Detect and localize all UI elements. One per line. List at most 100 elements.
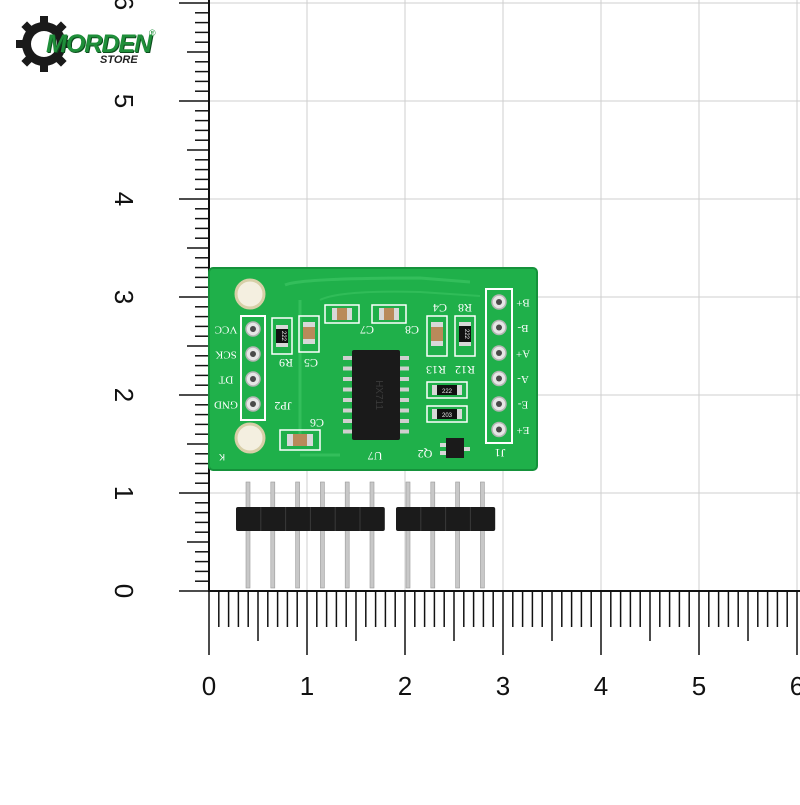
left-header-label: SCK (215, 348, 236, 360)
label-j1: J1 (495, 446, 506, 460)
header-pin (455, 481, 460, 589)
solder-pad-hole (496, 350, 502, 356)
hx711-chip: HX711 (343, 350, 409, 440)
capacitor-c6 (279, 429, 321, 451)
solder-pad-hole (496, 401, 502, 407)
chip-pin (400, 356, 409, 360)
header-pin (430, 481, 436, 589)
ruler-label-horizontal: 5 (692, 671, 706, 701)
right-header-label: A+ (516, 347, 530, 359)
solder-pad-hole (496, 426, 502, 433)
chip-pin (343, 366, 352, 371)
chip-pin (400, 387, 409, 392)
ruler-label-horizontal: 3 (496, 671, 510, 701)
resistor-r13: 203 (426, 405, 468, 423)
chip-pin (343, 419, 352, 423)
mounting-hole (234, 422, 266, 454)
right-header-label: A- (517, 373, 529, 385)
ruler-label-vertical: 1 (109, 486, 139, 500)
left-header-label: VCC (215, 323, 238, 335)
capacitor-c7 (324, 304, 360, 324)
header-pin (369, 481, 375, 589)
ruler-label-horizontal: 2 (398, 671, 412, 701)
chip-pin (400, 366, 409, 371)
transistor-q2 (440, 438, 470, 458)
right-header-labels: B+ B- A+ A- E- E+ (516, 296, 530, 436)
label-r8: R8 (458, 301, 472, 315)
ruler-label-vertical: 3 (109, 290, 139, 304)
label-k: K (219, 452, 225, 462)
capacitor-c8 (371, 304, 407, 324)
silkscreen-labels: C4 R8 C7 C8 C5 R9 R12 R13 JP2 C6 U7 Q2 J… (219, 301, 505, 463)
pcb-trace (284, 276, 471, 457)
chip-pins (343, 356, 409, 434)
ruler-label-horizontal: 0 (202, 671, 216, 701)
solder-pad-hole (250, 326, 256, 332)
resistor-r8: 222 (454, 315, 476, 357)
logo-subtitle: STORE (100, 54, 138, 66)
header-pin (344, 481, 350, 589)
label-r9: R9 (279, 356, 293, 370)
logo-registered-mark: ® (149, 28, 156, 38)
ruler-label-vertical: 5 (109, 94, 139, 108)
chip-pin (343, 429, 352, 434)
ruler-label-vertical: 2 (109, 388, 139, 402)
label-r12: R12 (455, 363, 475, 377)
pcb-trace (319, 290, 481, 301)
solder-pad-hole (250, 376, 256, 382)
svg-text:222: 222 (280, 331, 286, 342)
smd-components: 222 222 222 (271, 304, 476, 458)
svg-text:203: 203 (442, 413, 453, 419)
solder-pad-hole (496, 324, 502, 331)
svg-text:222: 222 (442, 389, 453, 395)
right-header-label: E- (517, 398, 528, 410)
mounting-hole (234, 278, 266, 310)
label-u7: U7 (368, 449, 383, 463)
capacitor-c4 (426, 315, 448, 357)
left-header-pads (245, 321, 261, 412)
header-pin (480, 481, 485, 589)
chip-pin (400, 419, 409, 423)
solder-pad-hole (250, 401, 256, 407)
right-header-label: B- (517, 322, 528, 334)
chip-pin (400, 408, 409, 413)
left-header-label: DT (218, 373, 233, 385)
header-pin (245, 481, 251, 589)
label-c6: C6 (310, 416, 324, 430)
morden-store-logo: MORDEN ® STORE (14, 14, 164, 78)
solder-pad-hole (496, 375, 502, 382)
solder-pad-hole (250, 351, 256, 357)
header-pin (405, 481, 411, 589)
chip-pin (343, 377, 352, 381)
chip-pin (343, 387, 352, 392)
gear-icon (16, 16, 72, 72)
label-jp2: JP2 (274, 399, 291, 413)
ruler-label-vertical: 0 (109, 584, 139, 598)
pin-headers (236, 481, 496, 589)
label-c8: C8 (405, 323, 419, 337)
left-header-outline (240, 315, 266, 421)
label-c7: C7 (360, 323, 374, 337)
header-pin (295, 481, 300, 589)
chip-pin (343, 408, 352, 413)
chip-pin (343, 398, 352, 402)
right-header-outline (485, 288, 513, 444)
label-r13: R13 (426, 363, 446, 377)
logo-brand-text: MORDEN (46, 30, 152, 58)
capacitor-c5 (298, 315, 320, 353)
label-c5: C5 (304, 356, 318, 370)
resistor-r12: 222 (426, 381, 468, 399)
right-header-label: E+ (517, 424, 530, 436)
ruler-label-horizontal: 1 (300, 671, 314, 701)
label-q2: Q2 (418, 447, 433, 461)
solder-pad-hole (496, 299, 502, 305)
ruler-label-horizontal: 4 (594, 671, 608, 701)
chip-pin (400, 429, 409, 434)
right-header-label: B+ (516, 296, 530, 308)
chip-pin (400, 377, 409, 381)
